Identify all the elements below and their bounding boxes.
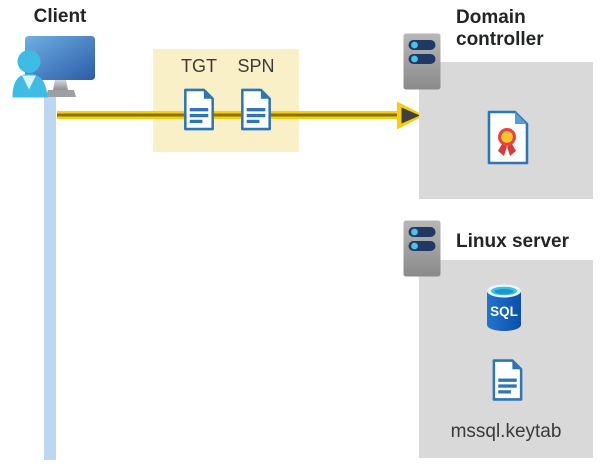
sql-label: SQL [490, 304, 518, 319]
keytab-document-icon [490, 357, 525, 403]
arrow-head-icon [397, 101, 425, 130]
tgt-document-icon [181, 88, 217, 131]
tgt-label: TGT [181, 56, 217, 76]
client-label: Client [33, 6, 87, 27]
spn-label: SPN [237, 56, 275, 76]
linux-server-server-icon [403, 220, 441, 277]
domain-controller-server-icon [403, 33, 441, 90]
domain-controller-label: Domain controller [456, 7, 544, 50]
auth-request-arrow [57, 111, 399, 119]
sql-database-icon: SQL [487, 284, 521, 331]
certificate-icon [487, 110, 529, 165]
keytab-label: mssql.keytab [450, 421, 562, 442]
client-user-monitor-icon [12, 36, 95, 98]
spn-document-icon [238, 88, 274, 131]
token-box [153, 49, 299, 152]
linux-server-label: Linux server [456, 231, 569, 252]
client-timeline-line [44, 92, 56, 460]
